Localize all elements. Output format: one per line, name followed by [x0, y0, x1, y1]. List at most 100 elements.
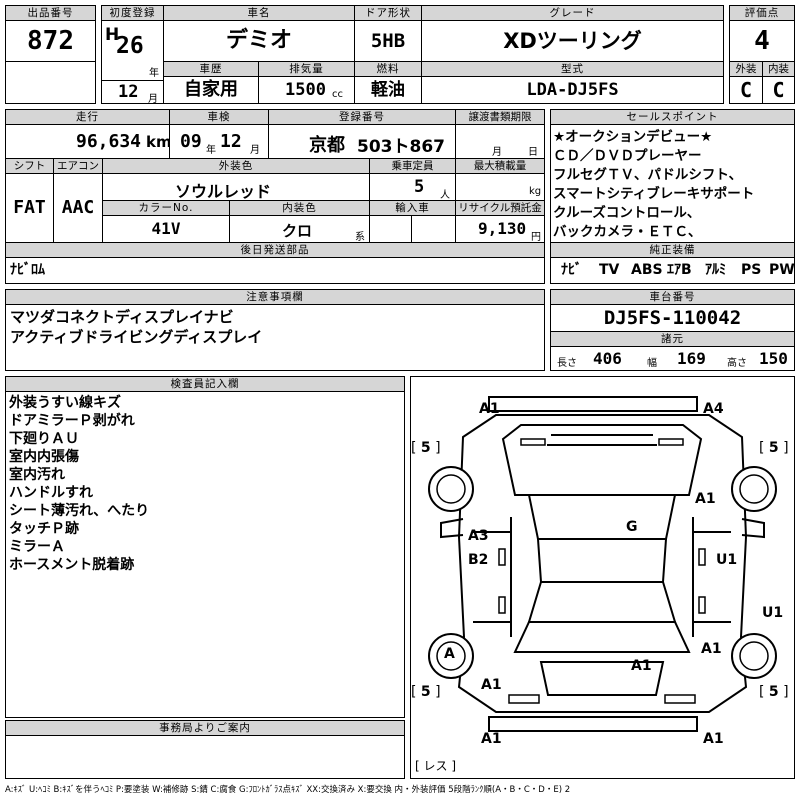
displacement: 1500: [285, 80, 326, 100]
ext-score: C: [729, 76, 763, 104]
mark-r-rear-door: U1: [762, 605, 784, 621]
mark-roof: G: [626, 519, 638, 535]
lot-blank: [5, 61, 96, 104]
chassis-header: 車台番号: [550, 289, 795, 305]
recycle-unit: 円: [531, 232, 541, 243]
equip-tv: TV: [599, 262, 620, 278]
mark-fr-fender: A1: [695, 491, 716, 507]
inspection-cell: 09 年 12 月: [169, 124, 269, 159]
mark-rl-bumper: A1: [481, 731, 502, 747]
int-color: クロ: [282, 222, 313, 240]
notice-box: マツダコネクトディスプレイナビ アクティブドライビングディスプレイ: [5, 304, 545, 371]
inspector-box: 外装うすい線キズ ドアミラーＰ剥がれ 下廻りＡＵ 室内内張傷 室内汚れ ハンドル…: [5, 391, 405, 718]
recycle-header: リサイクル預託金: [455, 200, 545, 216]
load-unit: kg: [529, 186, 542, 197]
first-reg-header: 初度登録: [101, 5, 164, 21]
inspection-header: 車検: [169, 109, 269, 125]
spare-tire: [ レス ]: [415, 759, 457, 773]
capacity-unit: 人: [440, 190, 450, 201]
height: 150: [759, 349, 788, 368]
equip-abs: ABS: [631, 262, 663, 278]
mark-fr-bumper: A4: [703, 401, 724, 417]
width: 169: [677, 349, 706, 368]
load-header: 最大積載量: [455, 158, 545, 174]
transfer-cell: 月 日: [455, 124, 545, 159]
dims-header: 諸元: [550, 331, 795, 347]
displacement-unit: cc: [332, 89, 343, 100]
mileage: 96,634: [76, 131, 142, 152]
grade-header: グレード: [421, 5, 724, 21]
mark-r-rear-wheel: A1: [701, 641, 722, 657]
recycle-cell: 9,130 円: [455, 215, 545, 243]
int-color-unit: 系: [355, 232, 365, 243]
score-header: 評価点: [729, 5, 795, 21]
transfer-day-unit: 日: [528, 147, 538, 158]
history: 自家用: [163, 76, 259, 104]
plate-area: 京都: [309, 135, 345, 156]
door-type: 5HB: [354, 20, 422, 62]
sales-point-line: バックカメラ・ＥＴＣ、: [553, 224, 702, 240]
inspector-line: 室内内張傷: [9, 449, 79, 465]
capacity-header: 乗車定員: [369, 158, 456, 174]
inspector-line: ドアミラーＰ剥がれ: [9, 413, 135, 429]
inspection-year-unit: 年: [206, 145, 216, 156]
inspector-line: タッチＰ跡: [9, 521, 79, 537]
first-reg-month: 12: [118, 82, 139, 102]
mileage-header: 走行: [5, 109, 170, 125]
mark-fl-bumper: A1: [479, 401, 500, 417]
load-cell: kg: [455, 173, 545, 201]
year-unit: 年: [149, 68, 159, 79]
capacity: 5: [414, 177, 425, 197]
lot-number: 872: [5, 20, 96, 62]
chassis-number: DJ5FS-110042: [550, 304, 795, 332]
equip-airbag: ｴｱB: [667, 262, 692, 278]
transfer-month-unit: 月: [492, 147, 502, 158]
inspector-line: 外装うすい線キズ: [9, 395, 121, 411]
office-header: 事務局よりご案内: [5, 720, 405, 736]
mileage-cell: 96,634 km: [5, 124, 170, 159]
car-diagram: A1 A4 A1 G A3 B2 U1 U1 A A1 A1 A1 A1 A1 …: [410, 376, 795, 779]
mark-r-front-door: U1: [716, 552, 738, 568]
notice-line: マツダコネクトディスプレイナビ: [10, 308, 234, 326]
first-reg-year-cell: H 26 年: [101, 20, 164, 81]
ext-score-header: 外装: [729, 61, 763, 77]
month-unit: 月: [148, 94, 158, 104]
ac-header: エアコン: [53, 158, 103, 174]
plate-header: 登録番号: [268, 109, 456, 125]
int-score-header: 内装: [762, 61, 795, 77]
car-outline: [428, 396, 777, 732]
inspector-line: ハンドルすれ: [9, 485, 93, 501]
equip-navi: ﾅﾋﾞ: [561, 262, 582, 278]
capacity-cell: 5 人: [369, 173, 456, 201]
plate-number: 503ト867: [357, 137, 445, 157]
dims-box: 長さ 406 幅 169 高さ 150: [550, 346, 795, 371]
inspector-line: ホースメント脱着跡: [9, 557, 135, 573]
first-reg-year: 26: [116, 33, 144, 59]
color: ソウルレッド: [175, 182, 272, 201]
shift-header: シフト: [5, 158, 54, 174]
equip-ps: PS: [741, 262, 762, 278]
mark-l-front-door: A3: [468, 528, 489, 544]
later-parts: ﾅﾋﾞﾛﾑ: [5, 257, 545, 284]
plate-cell: 京都 503ト867: [268, 124, 456, 159]
mark-rr-bumper: A1: [703, 731, 724, 747]
equipment-header: 純正装備: [550, 242, 795, 258]
car-name: デミオ: [163, 20, 355, 62]
model: LDA-DJ5FS: [421, 76, 724, 104]
ac: AAC: [53, 173, 103, 243]
color-no: 41V: [102, 215, 230, 243]
later-parts-header: 後日発送部品: [5, 242, 545, 258]
mark-l-quarter: A1: [481, 677, 502, 693]
sales-point-line: スマートシティブレーキサポート: [553, 186, 755, 202]
sales-point-line: ★オークションデビュー★: [553, 129, 713, 145]
tire-fr: [ 5 ]: [759, 440, 789, 456]
equip-pw: PW: [769, 262, 795, 278]
inspection-month: 12: [220, 131, 242, 152]
first-reg-month-cell: 12 月: [101, 80, 164, 104]
sales-point-line: フルセグＴＶ、パドルシフト、: [553, 167, 743, 183]
mileage-unit: km: [146, 133, 170, 151]
length-label: 長さ: [557, 358, 577, 369]
height-label: 高さ: [727, 358, 747, 369]
inspection-month-unit: 月: [250, 145, 260, 156]
int-score: C: [762, 76, 795, 104]
